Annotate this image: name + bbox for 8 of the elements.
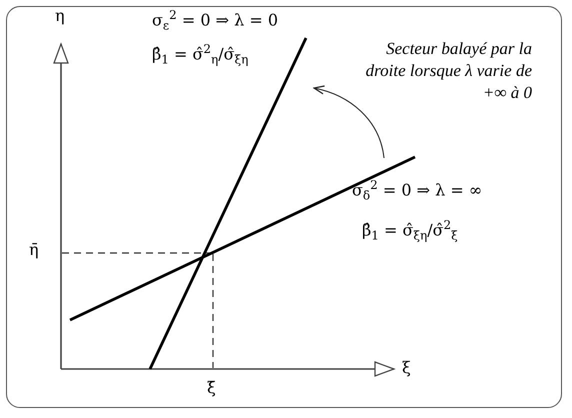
formula: β̂$_{1}$ = σ̂$^{2}$$_{η}$/σ̂$_{ξη}$ [152, 42, 248, 67]
axis-label: η̄ [29, 240, 39, 260]
axis-label: η [55, 6, 65, 26]
axis-label: ξ [402, 358, 411, 378]
annotation-text: Secteur balayé par la droite lorsque λ varie de +∞ à 0 [364, 38, 532, 104]
formula: σ$_{δ}$$^{2}$ = 0 ⇒ λ = ∞ [352, 178, 482, 203]
formula: σ$_{ε}$$^{2}$ = 0 ⇒ λ = 0 [152, 8, 278, 33]
axis-label: ξ̄ [207, 378, 216, 398]
